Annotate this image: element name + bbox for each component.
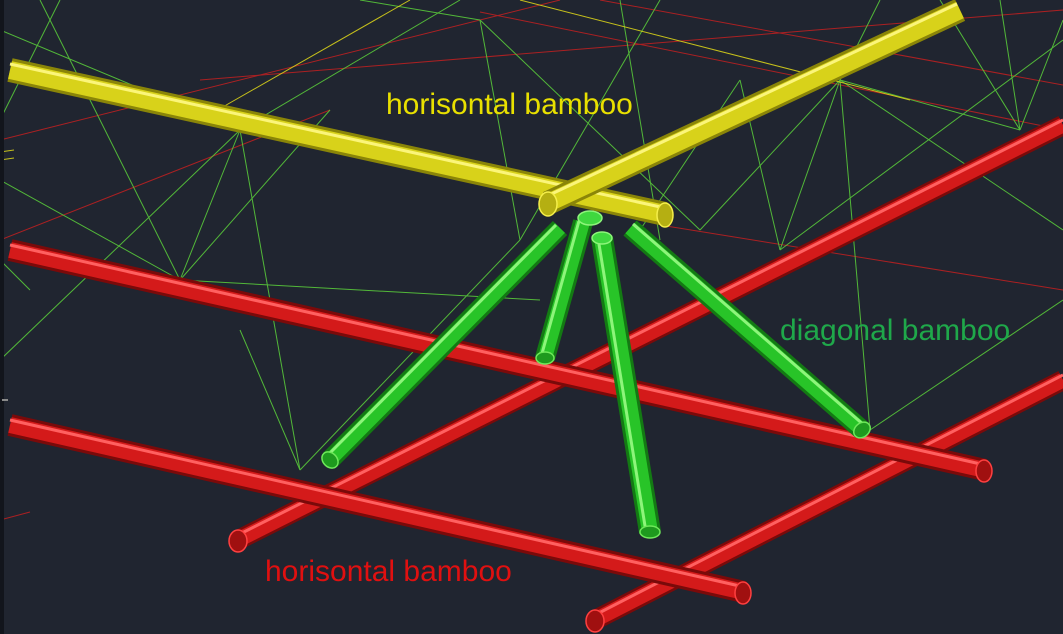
red-pole-horizontal-lower	[7, 414, 752, 605]
wireframe-yellow-lines	[0, 0, 911, 161]
label-diagonal-bamboo: diagonal bamboo	[780, 314, 1011, 347]
green-pole-right	[623, 220, 871, 439]
green-pole-front	[591, 231, 661, 539]
green-joint-cap	[577, 210, 603, 226]
red-bamboo-poles	[7, 116, 1063, 633]
green-pole-back	[535, 219, 593, 365]
red-pole-diagonal-front	[585, 371, 1063, 633]
label-horizontal-bamboo-bottom: horisontal bamboo	[265, 555, 512, 588]
red-pole-diagonal-back	[228, 116, 1063, 553]
green-pole-left	[321, 220, 568, 469]
label-horizontal-bamboo-top: horisontal bamboo	[386, 88, 633, 121]
yellow-pole-cross	[538, 0, 966, 217]
viewport-left-edge	[0, 0, 8, 634]
yellow-bamboo-poles	[7, 0, 966, 228]
red-pole-horizontal-upper	[7, 239, 993, 483]
green-diagonal-bamboo	[321, 210, 871, 539]
